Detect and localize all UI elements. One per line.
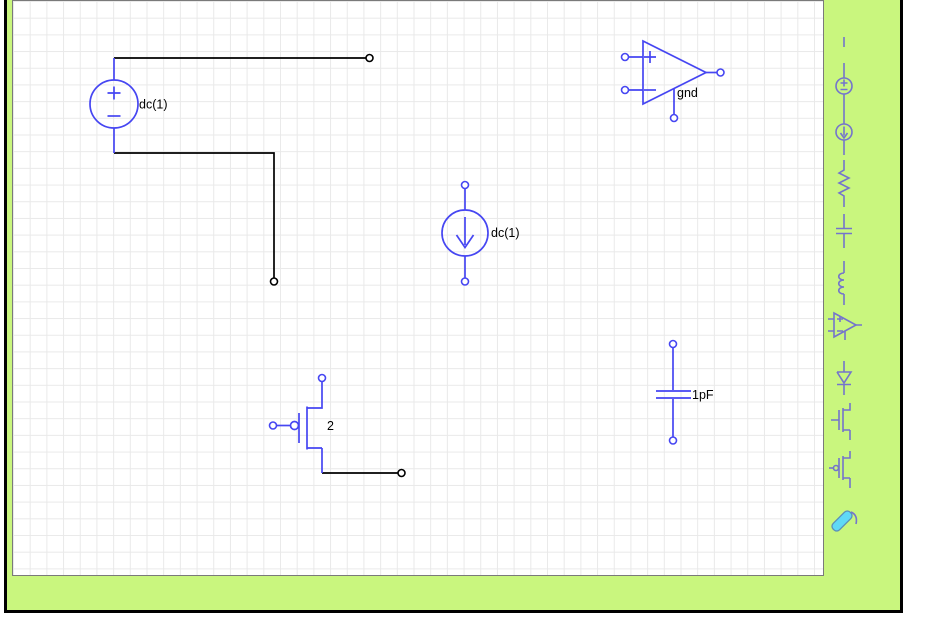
- drain-terminal[interactable]: [317, 373, 327, 383]
- schematic-editor-window: dc(1) gnd: [4, 0, 903, 613]
- component-opamp[interactable]: gnd: [620, 39, 725, 123]
- pfet-icon[interactable]: [829, 451, 851, 488]
- gate-bubble: [289, 420, 300, 431]
- wire-terminal[interactable]: [365, 53, 374, 63]
- inductor-icon[interactable]: [837, 261, 845, 305]
- nfet-icon[interactable]: [831, 403, 851, 440]
- resistor-icon[interactable]: [837, 160, 851, 207]
- capacitor-icon[interactable]: [836, 214, 852, 248]
- component-capacitor[interactable]: 1pF: [656, 339, 714, 445]
- plus-sign: [644, 51, 656, 63]
- wire-bottom-left[interactable]: [114, 152, 279, 286]
- terminal[interactable]: [460, 180, 470, 190]
- plus-sign: [107, 86, 121, 100]
- opamp-output-terminal[interactable]: [716, 68, 725, 77]
- component-label: dc(1): [491, 226, 519, 240]
- opamp-plus-terminal[interactable]: [620, 52, 630, 62]
- wire-fet-source[interactable]: [322, 468, 406, 478]
- voltage-source-icon[interactable]: [835, 63, 853, 109]
- component-label: dc(1): [139, 98, 167, 112]
- probe-icon[interactable]: [830, 509, 858, 532]
- current-source-icon[interactable]: [835, 109, 853, 155]
- component-label: gnd: [677, 86, 698, 100]
- arrow-down: [455, 217, 475, 250]
- wire-top[interactable]: [114, 53, 374, 63]
- opamp-gnd-terminal[interactable]: [669, 113, 679, 123]
- terminal[interactable]: [460, 277, 470, 286]
- gate-terminal[interactable]: [268, 421, 278, 430]
- component-palette: [822, 0, 900, 610]
- component-current-source[interactable]: dc(1): [441, 180, 519, 286]
- wire-terminal[interactable]: [397, 468, 406, 478]
- palette-icons: [828, 37, 862, 532]
- schematic-canvas[interactable]: dc(1) gnd: [12, 0, 824, 576]
- component-label: 1pF: [692, 388, 714, 402]
- wire-terminal[interactable]: [269, 277, 279, 286]
- schematic-drawing: dc(1) gnd: [89, 39, 725, 478]
- component-voltage-source[interactable]: dc(1): [89, 58, 167, 153]
- component-label: 2: [327, 419, 334, 433]
- terminal[interactable]: [668, 339, 678, 349]
- opamp-icon[interactable]: [828, 311, 862, 340]
- component-pfet[interactable]: 2: [268, 373, 335, 474]
- opamp-minus-terminal[interactable]: [620, 85, 630, 95]
- terminal[interactable]: [668, 436, 678, 445]
- diode-icon[interactable]: [836, 361, 853, 395]
